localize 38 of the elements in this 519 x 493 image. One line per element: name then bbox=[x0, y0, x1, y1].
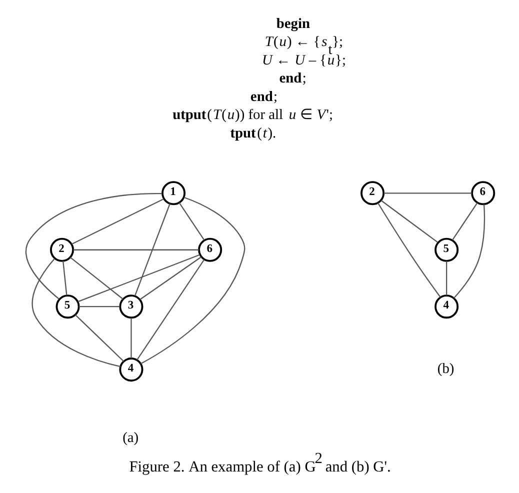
connector bbox=[77, 254, 200, 302]
node-circle: 4 bbox=[434, 294, 458, 319]
connector bbox=[376, 202, 440, 298]
connector bbox=[74, 314, 124, 362]
connector bbox=[445, 261, 447, 296]
node-circle: 1 bbox=[161, 181, 186, 206]
node-circle: 2 bbox=[49, 238, 74, 262]
node-circle: 2 bbox=[360, 181, 384, 206]
label: tput(t). bbox=[230, 125, 276, 142]
label: end; bbox=[278, 70, 306, 87]
connector bbox=[178, 202, 204, 241]
connector bbox=[78, 306, 120, 308]
connector bbox=[69, 256, 123, 300]
connector bbox=[62, 260, 67, 296]
node-circle: 5 bbox=[55, 294, 80, 319]
label: end; bbox=[250, 88, 278, 105]
node-circle: 3 bbox=[118, 294, 143, 319]
label: (b) bbox=[436, 360, 454, 377]
connector bbox=[139, 256, 202, 300]
node-circle: 5 bbox=[434, 238, 458, 262]
connector bbox=[70, 198, 164, 245]
connector bbox=[383, 192, 472, 194]
connector bbox=[31, 258, 120, 368]
label: begin bbox=[276, 16, 310, 32]
connector bbox=[134, 203, 170, 296]
node-circle: 4 bbox=[118, 358, 143, 382]
node-circle: 6 bbox=[470, 181, 495, 206]
connector bbox=[72, 249, 198, 250]
node-circle: 6 bbox=[198, 238, 222, 262]
connector bbox=[451, 202, 478, 241]
label: utput(T(u)) for all u ∈ V'; bbox=[172, 107, 332, 124]
connector bbox=[452, 204, 485, 299]
connector bbox=[25, 192, 162, 300]
connector bbox=[140, 196, 245, 364]
connector bbox=[130, 318, 132, 358]
connector bbox=[380, 200, 438, 243]
label: (a) bbox=[122, 430, 138, 446]
connector bbox=[136, 259, 204, 360]
